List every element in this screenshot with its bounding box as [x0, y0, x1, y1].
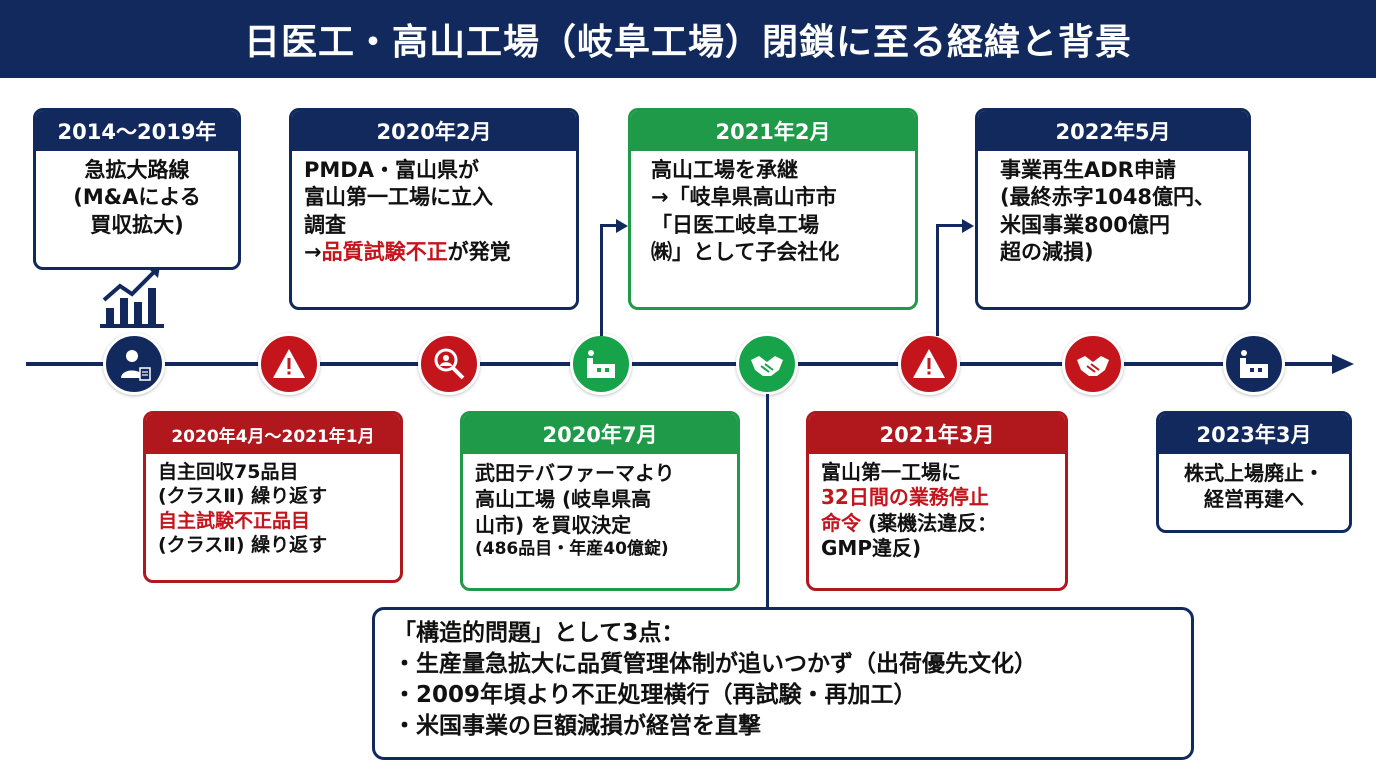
summary-heading: 「構造的問題」として3点：	[393, 620, 685, 646]
event-note: (486品目・年産40億錠)	[475, 539, 669, 559]
event-card-2014-2019: 2014〜2019年 急拡大路線 (M&Aによる 買収拡大)	[33, 108, 241, 270]
event-date: 2023年3月	[1159, 414, 1349, 454]
connector-2021-02-h	[600, 224, 618, 227]
event-text: GMP違反)	[821, 536, 922, 561]
event-text: 急拡大路線	[84, 158, 190, 182]
highlight-text: 品質試験不正	[321, 239, 448, 264]
event-card-2023-03: 2023年3月 株式上場廃止・ 経営再建へ	[1156, 411, 1352, 533]
event-text: 調査	[304, 212, 346, 237]
event-text: 米国事業800億円	[1000, 212, 1170, 237]
event-date: 2021年3月	[809, 414, 1065, 454]
event-card-2020-04: 2020年4月〜2021年1月 自主回収75品目 (クラスⅡ) 繰り返す 自主試…	[143, 411, 403, 583]
timeline-node-7	[1062, 333, 1124, 395]
doctor-icon	[121, 350, 151, 381]
summary-point: ・米国事業の巨額減損が経営を直撃	[393, 713, 761, 740]
highlight-text: 自主試験不正品目	[158, 509, 311, 532]
timeline-node-3	[418, 333, 480, 395]
event-date: 2020年7月	[463, 414, 737, 454]
connector-2022-05	[936, 224, 939, 336]
timeline-arrowhead	[1332, 354, 1354, 374]
event-text: 命令 (薬機法違反：	[821, 510, 998, 535]
event-date: 2020年4月〜2021年1月	[146, 414, 400, 454]
handshake-icon	[1077, 356, 1109, 376]
event-card-2021-02: 2021年2月 高山工場を承継 →「岐阜県高山市市 「日医工岐阜工場 ㈱」として…	[628, 108, 918, 310]
connector-summary	[766, 394, 769, 608]
warning-icon	[913, 349, 945, 378]
event-text: 買収拡大)	[90, 212, 184, 237]
highlight-text: 命令	[821, 510, 861, 535]
page-title: 日医工・高山工場（岐阜工場）閉鎖に至る経緯と背景	[243, 22, 1132, 63]
event-text: 山市) を買収決定	[475, 513, 632, 537]
event-text: 自主回収75品目	[158, 461, 299, 483]
event-date: 2021年2月	[631, 111, 915, 151]
growth-chart-icon	[100, 266, 164, 328]
timeline-node-8	[1223, 333, 1285, 395]
event-text: 株式上場廃止・	[1184, 461, 1324, 485]
event-text: PMDA・富山県が	[304, 158, 479, 182]
summary-point: ・2009年頃より不正処理横行（再試験・再加工）	[393, 682, 917, 709]
structural-issues-box: 「構造的問題」として3点： ・生産量急拡大に品質管理体制が追いつかず（出荷優先文…	[372, 607, 1194, 760]
connector-2021-02	[600, 224, 603, 336]
factory-icon	[1240, 350, 1268, 378]
event-text: (クラスⅡ) 繰り返す	[158, 533, 328, 556]
event-text: 「日医工岐阜工場	[651, 212, 819, 237]
event-text: 高山工場 (岐阜県高	[475, 487, 652, 511]
connector-arrow-2021-02	[616, 219, 628, 233]
event-text: (クラスⅡ) 繰り返す	[158, 485, 328, 508]
event-text: 富山第一工場に立入	[304, 185, 493, 210]
connector-2022-05-h	[936, 224, 964, 227]
event-card-2020-02: 2020年2月 PMDA・富山県が 富山第一工場に立入 調査 →品質試験不正が発…	[289, 108, 579, 310]
event-text: ㈱」として子会社化	[651, 239, 840, 264]
timeline-node-6	[898, 333, 960, 395]
event-card-2020-07: 2020年7月 武田テバファーマより 高山工場 (岐阜県高 山市) を買収決定 …	[460, 411, 740, 591]
event-text: 武田テバファーマより	[475, 461, 675, 485]
event-text: →品質試験不正が発覚	[304, 239, 511, 264]
event-card-2021-03: 2021年3月 富山第一工場に 32日間の業務停止 命令 (薬機法違反： GMP…	[806, 411, 1068, 591]
warning-icon	[273, 349, 305, 378]
event-text: →「岐阜県高山市市	[651, 185, 837, 210]
event-text: 超の減損)	[1000, 239, 1094, 264]
event-date: 2022年5月	[978, 111, 1248, 151]
handshake-icon	[751, 356, 783, 376]
timeline-axis	[26, 362, 1336, 366]
event-text: 高山工場を承継	[651, 158, 798, 182]
timeline-node-1	[103, 333, 165, 395]
event-card-2022-05: 2022年5月 事業再生ADR申請 (最終赤字1048億円、 米国事業800億円…	[975, 108, 1251, 310]
timeline-node-4	[570, 333, 632, 395]
connector-arrow-2022-05	[962, 219, 974, 233]
event-text: (M&Aによる	[73, 185, 201, 210]
timeline-node-5	[736, 333, 798, 395]
factory-icon	[587, 350, 615, 378]
event-text: 経営再建へ	[1204, 487, 1304, 511]
magnifier-icon	[434, 348, 465, 380]
event-date: 2014〜2019年	[36, 111, 238, 151]
event-text: 事業再生ADR申請	[1000, 158, 1176, 182]
timeline-node-2	[258, 333, 320, 395]
event-text: (最終赤字1048億円、	[1000, 185, 1216, 210]
summary-point: ・生産量急拡大に品質管理体制が追いつかず（出荷優先文化）	[393, 651, 1037, 678]
event-date: 2020年2月	[292, 111, 576, 151]
highlight-text: 32日間の業務停止	[821, 485, 989, 510]
title-banner: 日医工・高山工場（岐阜工場）閉鎖に至る経緯と背景	[0, 0, 1376, 78]
event-text: 富山第一工場に	[821, 460, 961, 484]
